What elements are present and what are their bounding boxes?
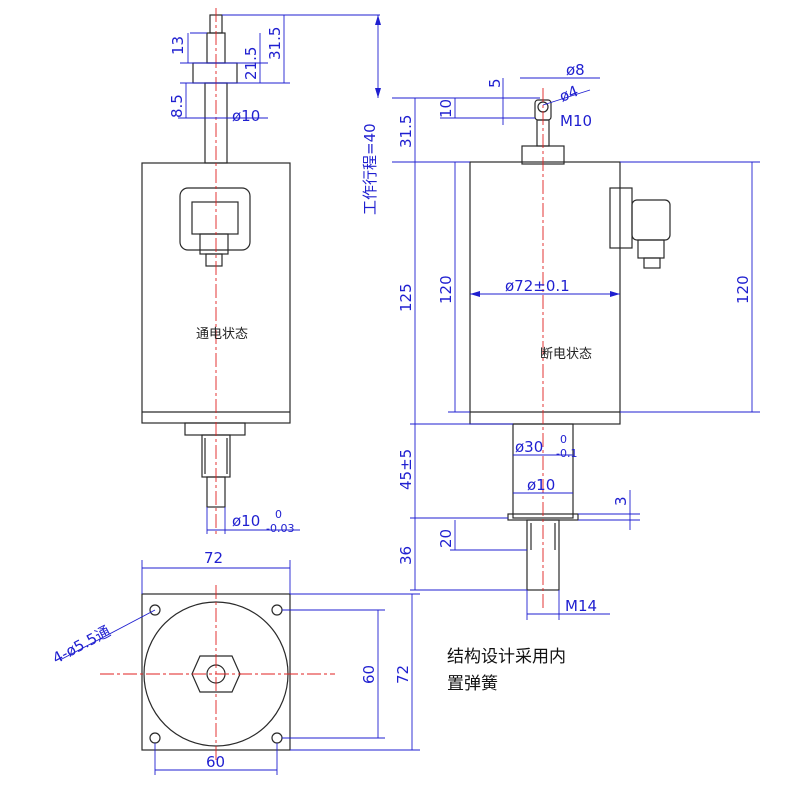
left-view: 13 21.5 31.5 8.5 ø10 ø10 0 -0.03 通电状态	[141, 8, 380, 535]
dim-holes: 4-ø5.5通	[49, 622, 113, 667]
right-connector-box	[631, 199, 671, 241]
dim-arrow	[375, 15, 381, 25]
left-connector-pin	[205, 253, 223, 267]
dim-phi30: ø30	[515, 438, 543, 456]
right-connector-neck	[637, 239, 665, 259]
left-connector-window	[191, 201, 239, 235]
dim-arrow	[610, 291, 620, 297]
dim-leader-holes	[59, 609, 156, 661]
dim-36: 36	[397, 546, 415, 565]
dim-125: 125	[397, 283, 415, 312]
dim-right-31-5: 31.5	[397, 115, 415, 148]
mount-hole	[271, 604, 283, 616]
left-top-nut	[192, 62, 238, 84]
mount-hole	[149, 732, 161, 744]
dim-phi10-tol-lower: -0.03	[266, 522, 294, 535]
dim-arrow	[375, 88, 381, 98]
dim-line-phi4	[542, 89, 591, 106]
mount-hole	[149, 604, 161, 616]
left-bottom-collar	[184, 422, 246, 436]
dim-45: 45±5	[397, 449, 415, 490]
dim-h72: 72	[394, 665, 412, 684]
dim-stroke: 工作行程=40	[361, 123, 379, 215]
right-connector-tip	[643, 257, 661, 269]
dim-13: 13	[169, 36, 187, 55]
dim-phi4: ø4	[557, 82, 581, 106]
dim-w72: 72	[204, 549, 223, 567]
dim-phi30-upper: 0	[560, 433, 567, 446]
mount-hole	[271, 732, 283, 744]
dim-31-5: 31.5	[266, 27, 284, 60]
dim-arrow	[470, 291, 480, 297]
right-state-label: 断电状态	[540, 347, 592, 362]
dim-m10: M10	[560, 112, 592, 130]
dim-phi30-lower: -0.1	[556, 447, 577, 460]
dim-5: 5	[486, 78, 504, 88]
dim-w60: 60	[206, 753, 225, 771]
left-connector-frame	[179, 187, 251, 251]
dim-phi10-tol: ø10	[232, 512, 260, 530]
dim-phi10-top: ø10	[232, 107, 260, 125]
dim-21-5: 21.5	[242, 47, 260, 80]
dim-120-outer: 120	[734, 275, 752, 304]
left-state-label: 通电状态	[196, 327, 248, 342]
dim-3: 3	[612, 496, 630, 506]
bottom-view: 72 4-ø5.5通 60 72 60	[49, 549, 420, 775]
dim-20: 20	[437, 529, 455, 548]
dim-phi72: ø72±0.1	[505, 277, 570, 295]
left-connector-plug	[199, 233, 229, 255]
design-note-line1: 结构设计采用内	[447, 647, 566, 667]
dim-phi10-tol-upper: 0	[275, 508, 282, 521]
design-note-line2: 置弹簧	[447, 674, 498, 694]
dim-phi10-right: ø10	[527, 476, 555, 494]
dim-m14: M14	[565, 597, 597, 615]
dim-8-5: 8.5	[168, 94, 186, 118]
right-connector-base	[609, 187, 633, 249]
dim-phi8: ø8	[566, 61, 585, 79]
dim-120-inner: 120	[437, 275, 455, 304]
dim-10: 10	[437, 99, 455, 118]
right-view: 工作行程=40 5 10 ø8 ø4 M10 31.5 125 120 ø72±…	[361, 15, 760, 620]
dim-h60: 60	[360, 665, 378, 684]
